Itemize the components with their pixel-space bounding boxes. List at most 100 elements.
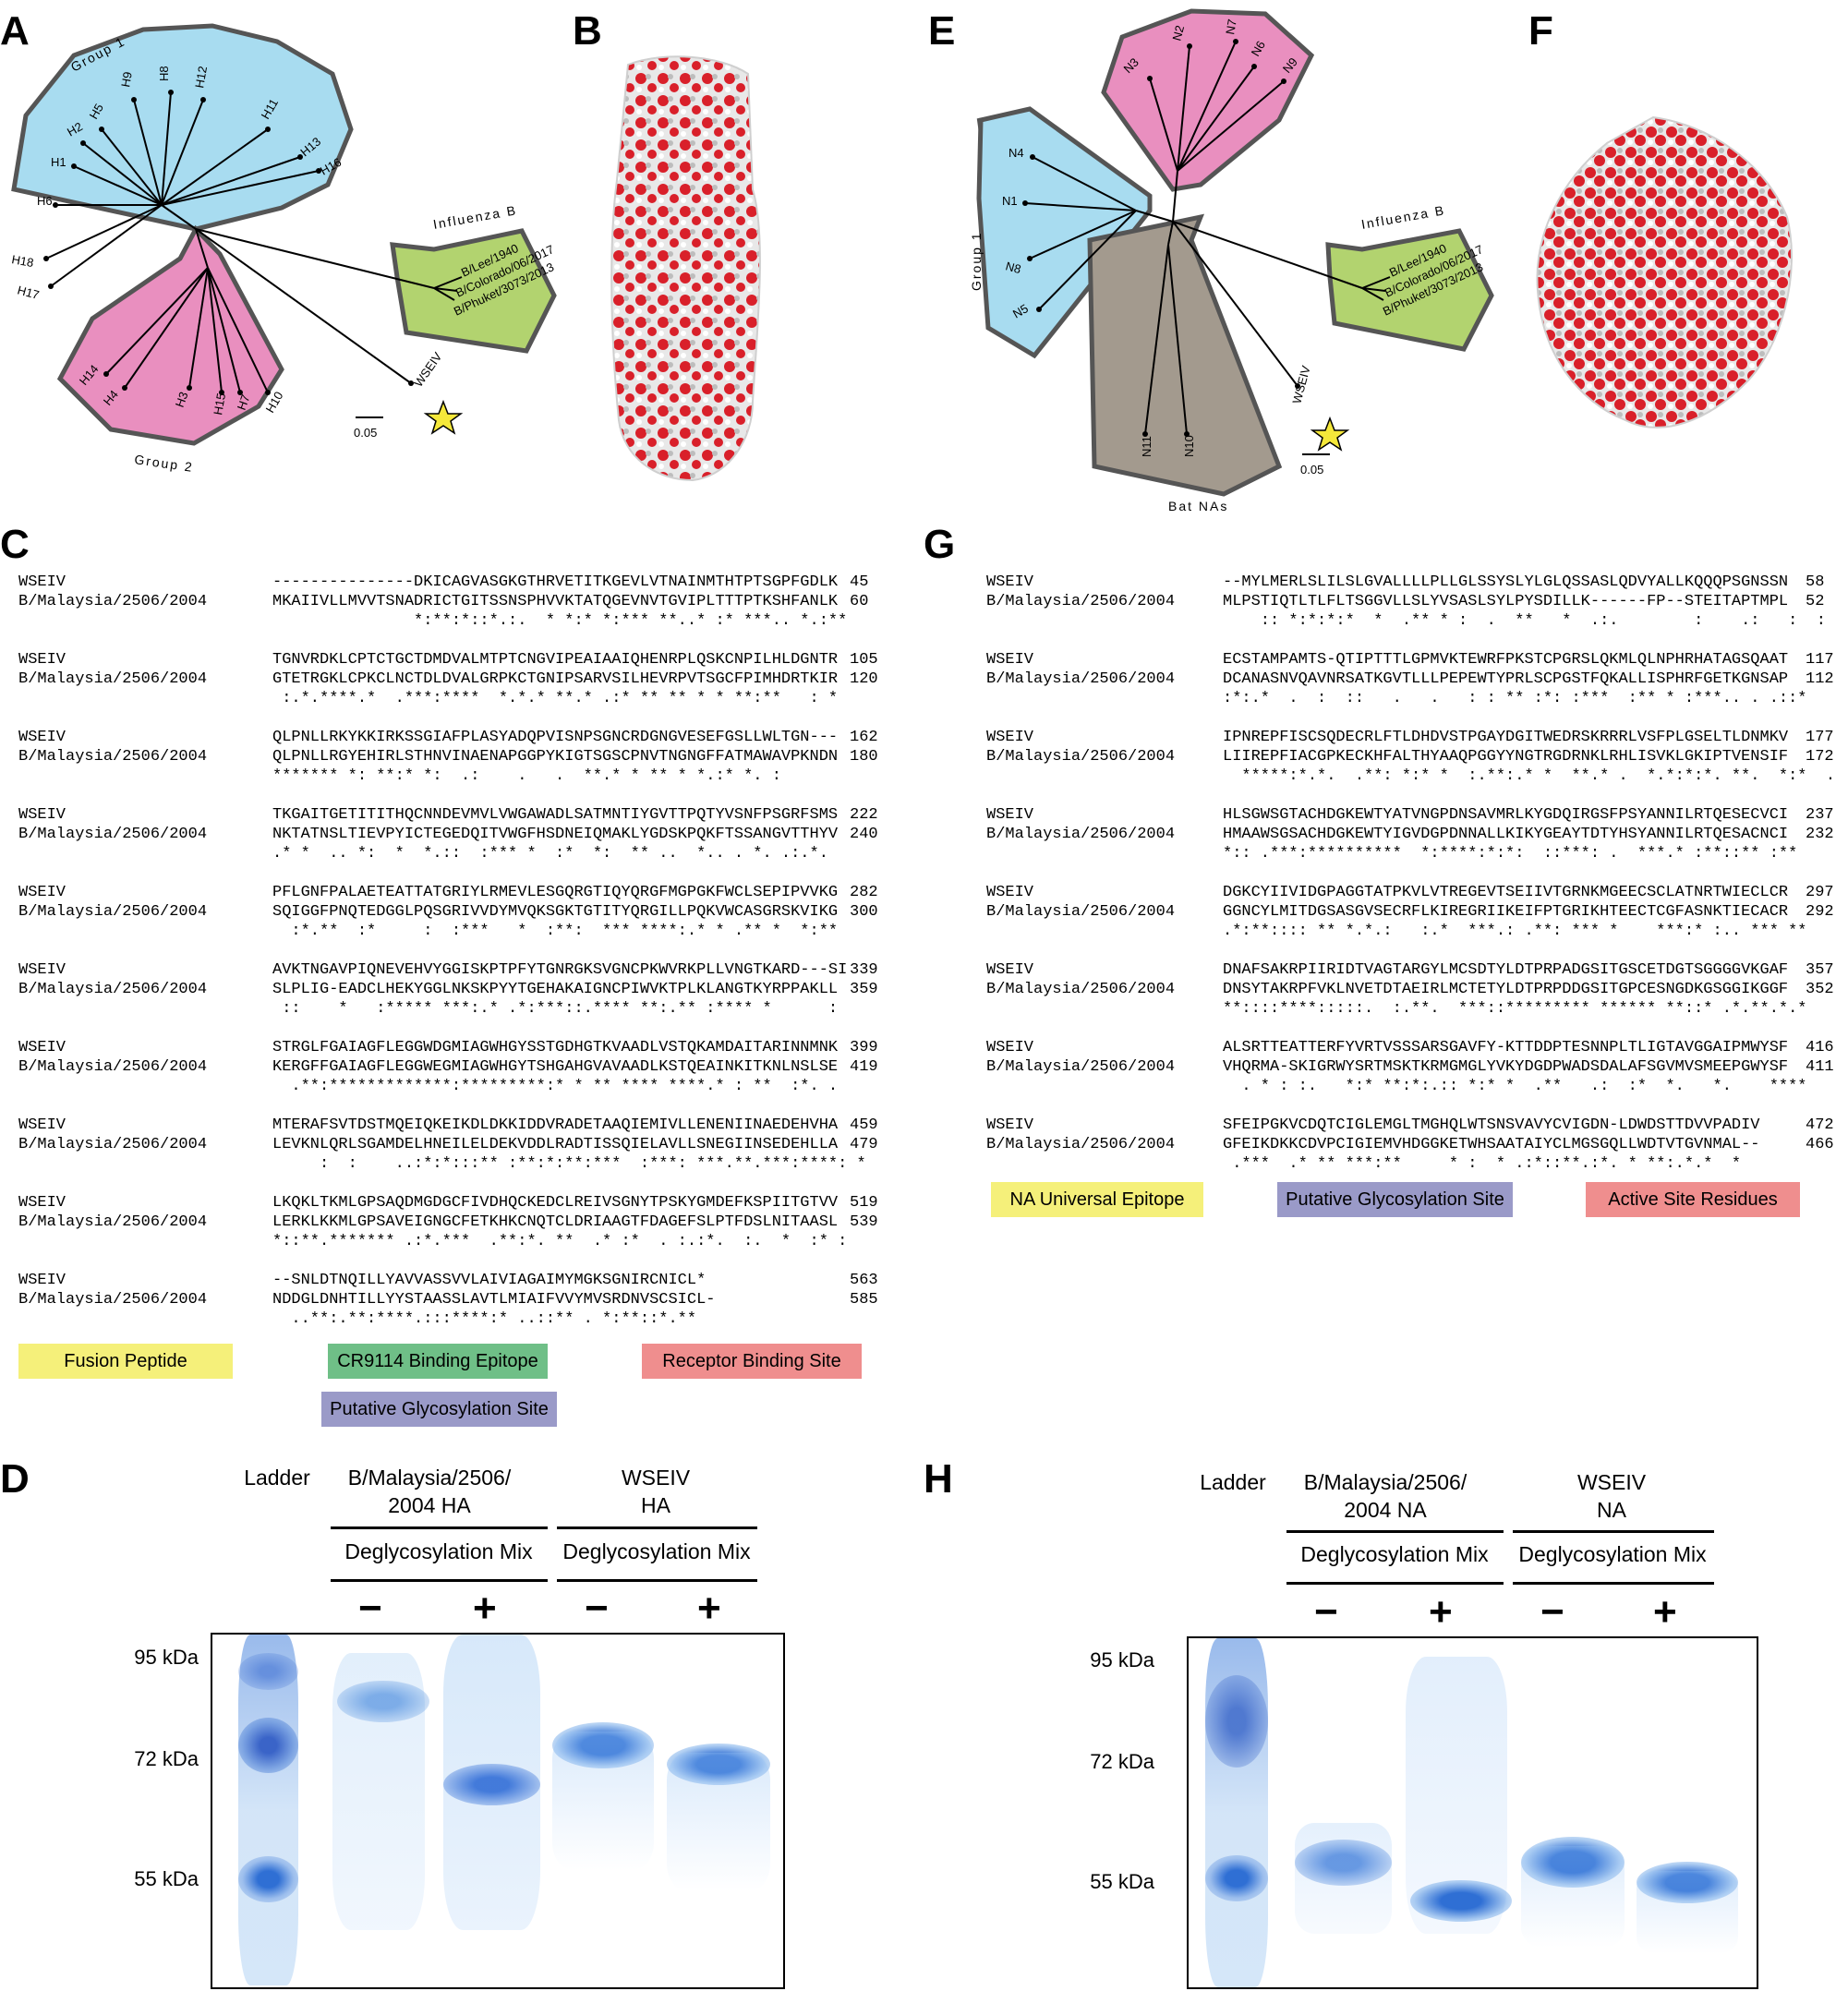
sequence-position: 172	[1806, 747, 1834, 766]
consensus-symbols: :*.** :* : :*** * :**: *** ****:.* * .**…	[272, 922, 838, 941]
sequence-residues: TKGAITGETITITHQCNNDEVMVLVWGAWADLSATMNTIY…	[272, 805, 838, 825]
na-alignment-consensus: **::::****:::::. :.**. ***::********* **…	[986, 999, 1845, 1019]
sequence-position: 52	[1806, 592, 1824, 611]
sequence-name: B/Malaysia/2506/2004	[18, 980, 207, 999]
panel-label-h: H	[924, 1459, 953, 1500]
sequence-name: B/Malaysia/2506/2004	[986, 592, 1175, 611]
sequence-residues: AVKTNGAVPIQNEVEHVYGGISKPTPFYTGNRGKSVGNCP…	[272, 960, 847, 980]
sequence-name: B/Malaysia/2506/2004	[18, 747, 207, 766]
na-group2-clade	[1104, 11, 1311, 189]
panel-label-d: D	[0, 1459, 30, 1500]
ha-alignment-row: B/Malaysia/2506/2004KERGFFGAIAGFLEGGWEGM…	[18, 1057, 905, 1077]
sequence-residues: DNSYTAKRPFVKLNVETDTAEIRLMCTETYLDTPRPDDGS…	[1223, 980, 1788, 999]
sequence-residues: LIIREPFIACGPKECKHFALTHYAAQPGGYYNGTRGDRNK…	[1223, 747, 1788, 766]
leaf-n11: N11	[1140, 436, 1153, 457]
na-alignment-row: B/Malaysia/2506/2004LIIREPFIACGPKECKHFAL…	[986, 747, 1845, 766]
na-gel-image	[1187, 1636, 1758, 1989]
na-alignment-consensus: . * : :. *:* **:*:.:: *:* * .** .: :* *.…	[986, 1077, 1845, 1096]
na-alignment-block: WSEIVHLSGWSGTACHDGKEWTYATVNGPDNSAVMRLKYG…	[986, 805, 1845, 863]
ha-alignment-consensus: : : ..:*:*:::** :**:*:**:*** :***: ***.*…	[18, 1154, 905, 1174]
ha-alignment-block: WSEIVPFLGNFPALAETEATTATGRIYLRMEVLESGQRGT…	[18, 883, 905, 941]
na-alignment-consensus: *:: .***:********** *:****:*:*: ::***: .…	[986, 844, 1845, 863]
ha-gel-plus-2: +	[697, 1588, 721, 1629]
sequence-position: 117	[1806, 650, 1834, 670]
sequence-position: 416	[1806, 1038, 1834, 1057]
na-alignment-consensus: *****:*.*. .**: *:* * :.**:.* * **.* . *…	[986, 766, 1845, 786]
sequence-residues: TGNVRDKLCPTCTGCTDMDVALMTPTCNGVIPEAIAAIQH…	[272, 650, 838, 670]
na-alignment-block: WSEIVDNAFSAKRPIIRIDTVAGTARGYLMCSDTYLDTPR…	[986, 960, 1845, 1019]
sequence-position: 399	[850, 1038, 878, 1057]
ha-alignment-row: B/Malaysia/2506/2004MKAIIVLLMVVTSNADRICT…	[18, 592, 905, 611]
consensus-symbols: ******* *: **:* *: .: . . **.* * ** * *.…	[272, 766, 838, 786]
ha-wseiv-leaf: WSEIV	[411, 350, 445, 390]
ha-alignment-row: B/Malaysia/2506/2004NKTATNSLTIEVPYICTEGE…	[18, 825, 905, 844]
ha-alignment-block: WSEIVSTRGLFGAIAGFLEGGWDGMIAGWHGYSSTGDHGT…	[18, 1038, 905, 1096]
sequence-name: B/Malaysia/2506/2004	[18, 902, 207, 922]
ha-alignment-consensus: *::**.******* .:*.*** .**:*. ** .* :* . …	[18, 1232, 905, 1251]
leaf-h17: H17	[16, 283, 41, 302]
sequence-residues: LKQKLTKMLGPSAQDMGDGCFIVDHQCKEDCLREIVSGNY…	[272, 1193, 838, 1213]
sequence-residues: SFEIPGKVCDQTCIGLEMGLTMGHQLWTSNSVAVYCVIGD…	[1223, 1116, 1760, 1135]
ha-gel-sample2-label: WSEIV HA	[554, 1464, 757, 1519]
wseiv-na-star-icon	[1312, 418, 1347, 450]
sequence-name: B/Malaysia/2506/2004	[18, 1057, 207, 1077]
sequence-position: 357	[1806, 960, 1834, 980]
consensus-symbols: :.*.****.* .***:**** *.*.* **.* .:* ** *…	[272, 689, 838, 708]
sequence-name: B/Malaysia/2506/2004	[986, 825, 1175, 844]
sequence-name: B/Malaysia/2506/2004	[986, 980, 1175, 999]
leaf-n7: N7	[1223, 18, 1239, 36]
sequence-position: 105	[850, 650, 878, 670]
sequence-residues: ---------------DKICAGVASGKGTHRVETITKGEVL…	[272, 573, 838, 592]
panel-label-c: C	[0, 525, 30, 565]
na-bat-label: Bat NAs	[1168, 499, 1228, 513]
na-influenza-b-label: Influenza B	[1360, 202, 1446, 232]
na-phylogenetic-tree: 0.05 Group 1 Bat NAs Influenza B WSEIV N…	[924, 0, 1515, 517]
sequence-residues: QLPNLLRKYKKIRKSSGIAFPLASYADQPVISNPSGNCRD…	[272, 728, 838, 747]
na-alignment-row: B/Malaysia/2506/2004HMAAWSGSACHDGKEWTYIG…	[986, 825, 1845, 844]
sequence-name: B/Malaysia/2506/2004	[18, 825, 207, 844]
ha-alignment-consensus: ..**:.**:****.:::****:* ..::** . *:**::*…	[18, 1309, 905, 1329]
wseiv-star-icon	[426, 402, 461, 433]
sequence-name: B/Malaysia/2506/2004	[18, 1290, 207, 1309]
leaf-n4: N4	[1009, 146, 1024, 160]
sequence-name: WSEIV	[18, 1038, 66, 1057]
ha-alignment-row: B/Malaysia/2506/2004NDDGLDNHTILLYYSTAASS…	[18, 1290, 905, 1309]
leaf-n1: N1	[1002, 194, 1018, 208]
sequence-residues: VHQRMA-SKIGRWYSRTMSKTKRMGMGLYVKYDGDPWADS…	[1223, 1057, 1788, 1077]
sequence-position: 120	[850, 670, 878, 689]
na-protein-surface-image	[1524, 106, 1801, 448]
na-alignment-consensus: .*:**:::: ** *.*.: :.* ***.: .**: *** * …	[986, 922, 1845, 941]
sequence-name: WSEIV	[986, 1116, 1033, 1135]
consensus-symbols: :: *:*:*:* * .** * : . ** * .:. : .: : :	[1223, 611, 1826, 631]
ha-gel-marker-55: 55 kDa	[97, 1867, 199, 1891]
sequence-position: 222	[850, 805, 878, 825]
ha-alignment-row: WSEIV--SNLDTNQILLYAVVASSVVLAIVIAGAIMYMGK…	[18, 1271, 905, 1290]
sequence-position: 479	[850, 1135, 878, 1154]
sequence-position: 459	[850, 1116, 878, 1135]
ha-alignment-consensus: :: * :***** ***:.* .*:***::.**** **:.** …	[18, 999, 905, 1019]
sequence-position: 359	[850, 980, 878, 999]
na-alignment-block: WSEIV--MYLMERLSLILSLGVALLLLPLLGLSSYSLYLG…	[986, 573, 1845, 631]
legend-active-site-residues: Active Site Residues	[1586, 1182, 1800, 1217]
ha-alignment-block: WSEIVMTERAFSVTDSTMQEIQKEIKDLDKKIDDVRADET…	[18, 1116, 905, 1174]
sequence-residues: PFLGNFPALAETEATTATGRIYLRMEVLESGQRGTIQYQR…	[272, 883, 838, 902]
sequence-position: 60	[850, 592, 868, 611]
sequence-residues: IPNREPFISCSQDECRLFTLDHDVSTPGAYDGITWEDRSK…	[1223, 728, 1788, 747]
ha-alignment-consensus: ******* *: **:* *: .: . . **.* * ** * *.…	[18, 766, 905, 786]
sequence-name: B/Malaysia/2506/2004	[986, 1135, 1175, 1154]
ha-alignment-row: WSEIVMTERAFSVTDSTMQEIQKEIKDLDKKIDDVRADET…	[18, 1116, 905, 1135]
legend-receptor-binding-site: Receptor Binding Site	[642, 1344, 862, 1379]
ha-group2-label: Group 2	[134, 452, 195, 475]
sequence-name: WSEIV	[986, 960, 1033, 980]
sequence-position: 339	[850, 960, 878, 980]
ha-protein-surface-image	[591, 51, 776, 485]
ha-sequence-alignment: WSEIV ---------------DKICAGVASGKGTHRVETIT…	[18, 573, 905, 1348]
sequence-position: 585	[850, 1290, 878, 1309]
ha-alignment-row: WSEIVQLPNLLRKYKKIRKSSGIAFPLASYADQPVISNPS…	[18, 728, 905, 747]
sequence-name: B/Malaysia/2506/2004	[18, 1213, 207, 1232]
na-gel-plus-1: +	[1429, 1592, 1453, 1633]
